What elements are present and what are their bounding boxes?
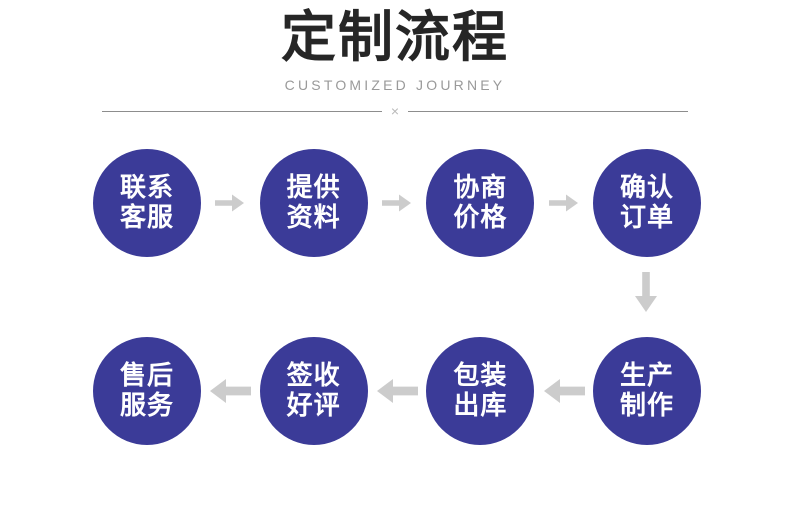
divider: × [0, 100, 790, 122]
flow-node-label-line1: 生产 [620, 361, 675, 391]
flow-row-top: 联系 客服 提供 资料 协商 价格 确认 订单 [0, 147, 790, 259]
connector-slot [201, 193, 260, 213]
flow-node-confirm-order[interactable]: 确认 订单 [593, 149, 702, 257]
flow-node-label-line2: 好评 [286, 391, 341, 421]
flow-node-sign-and-review[interactable]: 签收 好评 [259, 337, 368, 445]
flow-node-negotiate-price[interactable]: 协商 价格 [426, 149, 535, 257]
flow-node-label-line1: 包装 [453, 361, 508, 391]
flow-node-label-line2: 客服 [119, 203, 174, 233]
page-subtitle: CUSTOMIZED JOURNEY [284, 77, 506, 93]
connector-slot [534, 378, 593, 404]
connector-slot [534, 193, 593, 213]
arrow-right-icon [382, 194, 411, 212]
arrow-right-icon [548, 194, 578, 212]
flow-node-label-line2: 制作 [620, 391, 675, 421]
flow-node-contact-service[interactable]: 联系 客服 [93, 149, 201, 257]
arrow-left-icon [543, 379, 585, 403]
flow-node-label-line1: 售后 [119, 361, 174, 391]
flow-row-bottom: 售后 服务 签收 好评 包装 出库 生产 制作 [0, 335, 790, 447]
header: 定制流程 CUSTOMIZED JOURNEY [0, 0, 790, 94]
turn-connector-slot [0, 270, 790, 316]
flow-node-packing-and-shipping[interactable]: 包装 出库 [426, 337, 535, 445]
flow-node-after-sales-service[interactable]: 售后 服务 [93, 337, 201, 445]
connector-slot [368, 193, 427, 213]
arrow-left-icon [210, 379, 252, 403]
flow-node-label-line1: 签收 [286, 361, 341, 391]
flow-node-label-line2: 价格 [453, 203, 508, 233]
divider-cross-icon: × [390, 103, 400, 119]
page-title: 定制流程 [280, 5, 509, 69]
arrow-right-icon [215, 194, 245, 212]
flow-node-label-line1: 确认 [620, 173, 675, 203]
connector-slot [201, 378, 260, 404]
flow-node-label-line2: 订单 [620, 203, 675, 233]
flow-node-provide-materials[interactable]: 提供 资料 [259, 149, 368, 257]
flow-node-label-line2: 出库 [453, 391, 508, 421]
divider-rule-right [408, 110, 689, 112]
flow-node-label-line1: 提供 [286, 173, 341, 203]
arrow-down-icon [635, 272, 657, 312]
flow-node-label-line2: 资料 [286, 203, 341, 233]
flow-node-production[interactable]: 生产 制作 [593, 337, 702, 445]
flow-node-label-line1: 协商 [453, 173, 508, 203]
flow-node-label-line2: 服务 [119, 391, 174, 421]
connector-slot [368, 378, 427, 404]
flow-node-label-line1: 联系 [119, 173, 174, 203]
divider-rule-left [101, 110, 382, 112]
arrow-left-icon [377, 379, 418, 403]
